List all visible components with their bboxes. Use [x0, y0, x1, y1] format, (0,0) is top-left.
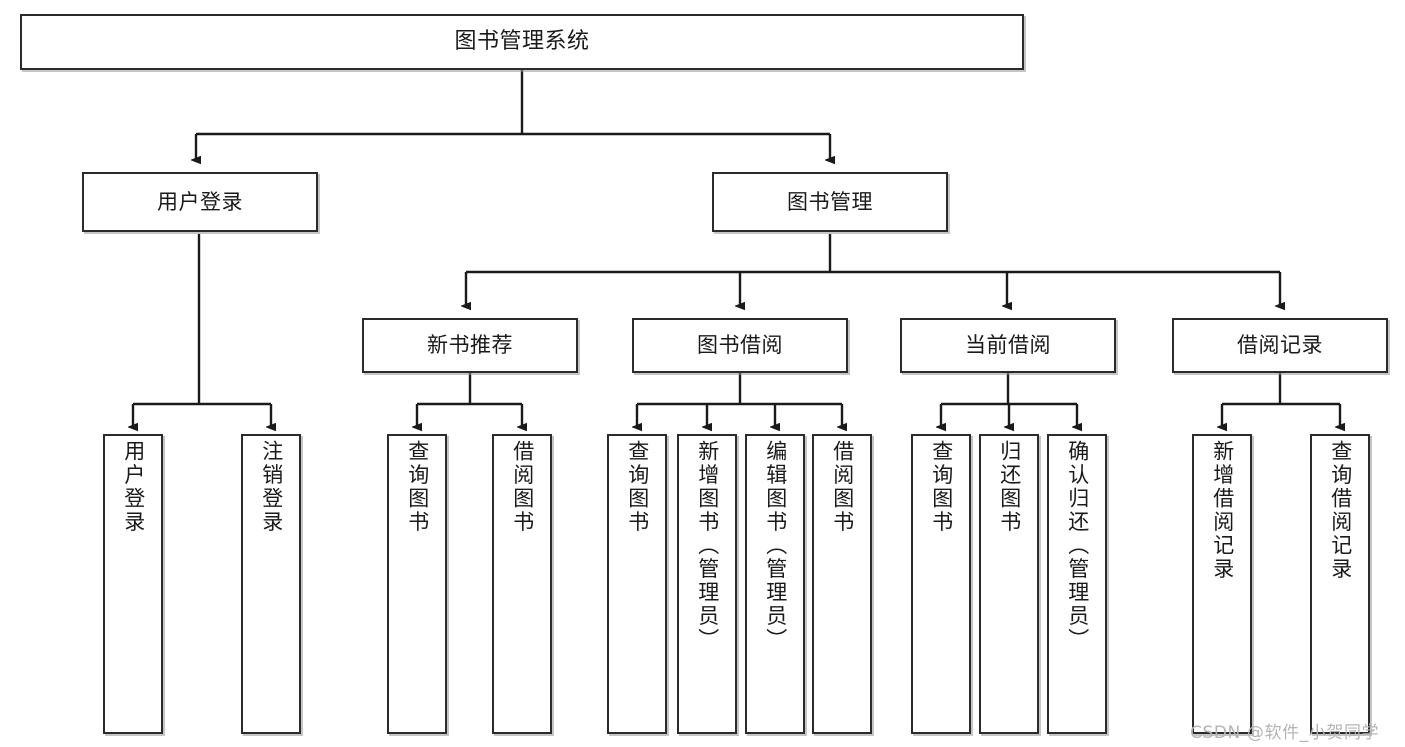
node-leaf-book-borrow-4[interactable]: 借阅图书: [812, 434, 872, 734]
node-current-borrow[interactable]: 当前借阅: [900, 318, 1116, 373]
node-book-borrow[interactable]: 图书借阅: [632, 318, 848, 373]
node-leaf-user-login-2[interactable]: 注销登录: [241, 434, 301, 734]
node-root-system[interactable]: 图书管理系统: [20, 14, 1024, 70]
node-leaf-book-borrow-3[interactable]: 编辑图书（管理员）: [745, 434, 805, 734]
node-borrow-record[interactable]: 借阅记录: [1172, 318, 1388, 373]
node-leaf-book-borrow-4-label: 借阅图书: [830, 440, 855, 534]
node-leaf-current-borrow-1[interactable]: 查询图书: [911, 434, 971, 734]
node-leaf-borrow-record-2[interactable]: 查询借阅记录: [1310, 434, 1370, 734]
node-leaf-current-borrow-2[interactable]: 归还图书: [979, 434, 1039, 734]
watermark-csdn: CSDN @软件_小贺同学: [1190, 723, 1380, 743]
node-leaf-book-borrow-1[interactable]: 查询图书: [607, 434, 667, 734]
node-leaf-book-borrow-2[interactable]: 新增图书（管理员）: [677, 434, 737, 734]
node-leaf-borrow-record-1[interactable]: 新增借阅记录: [1192, 434, 1252, 734]
node-leaf-new-book-1-label: 查询图书: [405, 440, 430, 534]
node-leaf-current-borrow-1-label: 查询图书: [929, 440, 954, 534]
node-book-manage-label: 图书管理: [787, 189, 873, 214]
node-leaf-new-book-2-label: 借阅图书: [510, 440, 535, 534]
node-book-manage[interactable]: 图书管理: [712, 172, 948, 232]
node-user-login-label: 用户登录: [157, 189, 243, 214]
node-user-login[interactable]: 用户登录: [82, 172, 318, 232]
node-new-book-recommend-label: 新书推荐: [427, 333, 513, 358]
node-leaf-book-borrow-1-label: 查询图书: [625, 440, 650, 534]
node-leaf-book-borrow-2-label: 新增图书（管理员）: [695, 440, 720, 652]
node-current-borrow-label: 当前借阅: [965, 333, 1051, 358]
node-leaf-current-borrow-3[interactable]: 确认归还（管理员）: [1047, 434, 1107, 734]
node-leaf-new-book-1[interactable]: 查询图书: [387, 434, 447, 734]
node-leaf-user-login-1-label: 用户登录: [121, 440, 146, 534]
node-borrow-record-label: 借阅记录: [1237, 333, 1323, 358]
node-leaf-user-login-1[interactable]: 用户登录: [103, 434, 163, 734]
node-book-borrow-label: 图书借阅: [697, 333, 783, 358]
node-leaf-current-borrow-3-label: 确认归还（管理员）: [1065, 440, 1090, 652]
node-leaf-book-borrow-3-label: 编辑图书（管理员）: [763, 440, 788, 652]
node-leaf-new-book-2[interactable]: 借阅图书: [492, 434, 552, 734]
node-leaf-user-login-2-label: 注销登录: [259, 440, 284, 534]
node-root-system-label: 图书管理系统: [454, 29, 590, 55]
node-leaf-current-borrow-2-label: 归还图书: [997, 440, 1022, 534]
node-leaf-borrow-record-2-label: 查询借阅记录: [1328, 440, 1353, 581]
node-new-book-recommend[interactable]: 新书推荐: [362, 318, 578, 373]
node-leaf-borrow-record-1-label: 新增借阅记录: [1210, 440, 1235, 581]
